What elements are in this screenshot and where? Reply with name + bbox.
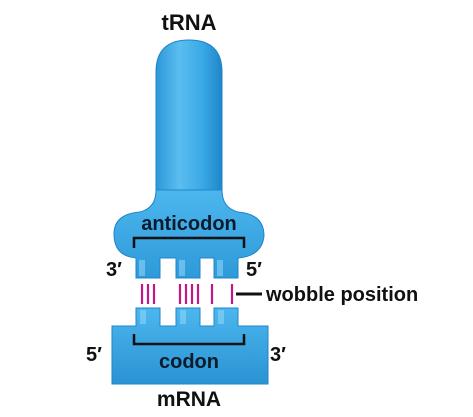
codon-bracket [132, 334, 246, 346]
trna-5prime-label: 5′ [246, 259, 262, 281]
mrna-molecule [111, 307, 269, 385]
codon-label: codon [159, 351, 219, 373]
anticodon-bracket [132, 236, 246, 248]
trna-tooth-highlight [139, 260, 145, 276]
wobble-position-label: wobble position [265, 284, 418, 306]
trna-label: tRNA [162, 10, 217, 35]
trna-anticodon-head [113, 189, 265, 279]
trna-molecule [113, 39, 265, 279]
mrna-label: mRNA [157, 388, 221, 411]
trna-tooth-highlight [179, 260, 185, 276]
mrna-strand [111, 307, 269, 385]
mrna-tooth-highlight [180, 310, 186, 324]
hydrogen-bonds [140, 284, 234, 304]
trna-stem [155, 39, 223, 201]
mrna-tooth-highlight [140, 310, 146, 324]
anticodon-label: anticodon [141, 213, 237, 235]
trna-tooth-highlight [217, 260, 223, 276]
trna-3prime-label: 3′ [106, 259, 122, 281]
mrna-3prime-label: 3′ [270, 344, 286, 366]
mrna-5prime-label: 5′ [86, 344, 102, 366]
mrna-tooth-highlight [218, 310, 224, 324]
